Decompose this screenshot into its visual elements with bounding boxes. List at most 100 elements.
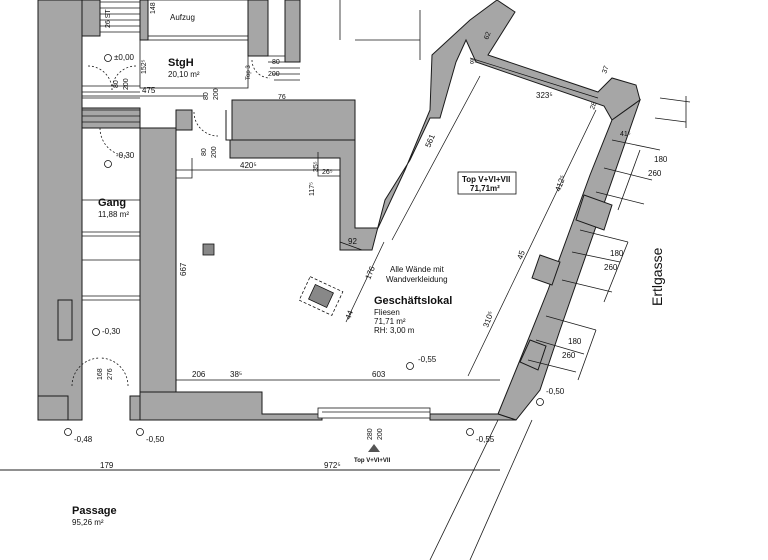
dim-28: 28 bbox=[589, 101, 598, 111]
column-box-inner bbox=[308, 283, 334, 309]
wall-passage-left bbox=[37, 395, 69, 421]
top-box-line1: Top V+VI+VII bbox=[462, 175, 510, 184]
walls-note-line2: Wandverkleidung bbox=[386, 275, 448, 284]
dim-385: 38⁵ bbox=[230, 370, 242, 379]
entrance-level: -0,55 bbox=[476, 435, 495, 444]
dim-561: 561 bbox=[424, 132, 438, 148]
east-upper-level: -0,50 bbox=[546, 387, 565, 396]
walls-note-line1: Alle Wände mit bbox=[390, 265, 445, 274]
dim-200e: 200 bbox=[377, 428, 384, 440]
door-passage-left[interactable] bbox=[71, 357, 101, 387]
doors bbox=[71, 59, 271, 387]
door-gang[interactable] bbox=[99, 127, 129, 157]
dim-168: 168 bbox=[97, 368, 104, 380]
shop-floor: Fliesen bbox=[374, 308, 400, 317]
dim-180b: 180 bbox=[610, 249, 624, 258]
top3-label: Top 3 bbox=[246, 65, 252, 80]
dim-667: 667 bbox=[179, 262, 188, 276]
dim-355: 35⁵ bbox=[313, 161, 320, 172]
passage-area: 95,26 m² bbox=[72, 518, 104, 527]
wall-upper-mid bbox=[247, 0, 269, 57]
door-passage-right[interactable] bbox=[99, 357, 129, 387]
top-box bbox=[457, 171, 517, 195]
passage-name: Passage bbox=[72, 505, 117, 517]
aufzug-label: Aufzug bbox=[170, 13, 195, 22]
dim-148: 148 bbox=[150, 2, 157, 14]
level-marker-left-icon bbox=[64, 428, 72, 436]
dim-475: 475 bbox=[142, 86, 156, 95]
level-marker-gang-icon bbox=[104, 160, 112, 168]
shop-fixtures bbox=[202, 243, 344, 316]
wall-gang-niche bbox=[57, 299, 73, 341]
door-top3[interactable] bbox=[251, 59, 271, 79]
dim-176: 176 bbox=[364, 264, 378, 280]
door-stgh-right[interactable] bbox=[111, 65, 137, 91]
dim-260b: 260 bbox=[604, 263, 618, 272]
gang-area: 11,88 m² bbox=[98, 210, 129, 219]
structure-lines bbox=[0, 0, 691, 560]
dim-179: 179 bbox=[100, 461, 114, 470]
wall-passage-right bbox=[129, 395, 141, 421]
stair-mark: 26 ST bbox=[105, 9, 112, 28]
dim-200a: 200 bbox=[123, 78, 130, 90]
wall-west-gang bbox=[37, 0, 83, 421]
entrance-top-label: Top V+VI+VII bbox=[354, 458, 391, 464]
dim-260a: 260 bbox=[648, 169, 662, 178]
wall-upper-right bbox=[284, 0, 301, 63]
dim-603: 603 bbox=[372, 370, 386, 379]
level-marker-shop-icon bbox=[406, 362, 414, 370]
gang-level: -0,30 bbox=[116, 151, 135, 160]
door-shop-west[interactable] bbox=[193, 111, 219, 137]
wall-gang-shop bbox=[139, 127, 177, 421]
dim-76: 76 bbox=[278, 94, 286, 101]
wall-stgh-bottom-right bbox=[231, 99, 356, 141]
dim-415: 41⁵ bbox=[620, 131, 631, 138]
dim-37: 37 bbox=[601, 65, 610, 75]
shop-rh: RH: 3,00 m bbox=[374, 326, 415, 335]
dim-92: 92 bbox=[348, 237, 357, 246]
dim-4205: 420⁵ bbox=[240, 161, 257, 170]
dim-152: 152⁵ bbox=[141, 59, 148, 74]
entrance-arrow-icon bbox=[368, 444, 380, 452]
dim-9725: 972⁵ bbox=[324, 461, 341, 470]
bottom-mid-level: -0,50 bbox=[146, 435, 165, 444]
dim-4125: 412⁵ bbox=[553, 174, 567, 193]
dim-206: 206 bbox=[192, 370, 206, 379]
dim-280: 280 bbox=[367, 428, 374, 440]
dim-200c: 200 bbox=[268, 71, 280, 78]
dim-180a: 180 bbox=[654, 155, 668, 164]
level-markers bbox=[64, 54, 544, 436]
dim-8: 8⁵ bbox=[470, 59, 477, 66]
wall-stgh-bottom bbox=[81, 107, 141, 129]
dim-80b: 80 bbox=[203, 92, 210, 100]
level-marker-east-icon bbox=[536, 398, 544, 406]
dim-180c: 180 bbox=[568, 337, 582, 346]
wall-east-pier1 bbox=[575, 194, 613, 231]
dim-80d: 80 bbox=[201, 148, 208, 156]
gang-name: Gang bbox=[98, 197, 126, 209]
door-stgh-left[interactable] bbox=[87, 65, 113, 91]
dim-80a: 80 bbox=[113, 80, 120, 88]
stgh-level: ±0,00 bbox=[114, 53, 135, 62]
level-marker-mid-icon bbox=[136, 428, 144, 436]
wall-upper-left bbox=[81, 0, 101, 37]
dim-200d: 200 bbox=[211, 146, 218, 158]
level-marker-passage-icon bbox=[92, 328, 100, 336]
walls bbox=[37, 0, 641, 421]
column-box-outer bbox=[298, 276, 344, 316]
dim-80c: 80 bbox=[272, 59, 280, 66]
stgh-area: 20,10 m² bbox=[168, 70, 200, 79]
dim-276: 276 bbox=[107, 368, 114, 380]
wall-south-shop bbox=[139, 391, 323, 421]
passage-door-level: -0,30 bbox=[102, 327, 121, 336]
dim-45: 45 bbox=[515, 249, 527, 261]
shop-name: Geschäftslokal bbox=[374, 295, 452, 307]
dim-3235: 323⁵ bbox=[536, 91, 553, 100]
dim-62: 62 bbox=[483, 31, 492, 41]
stgh-name: StgH bbox=[168, 57, 194, 69]
wall-east-pier2 bbox=[531, 254, 561, 286]
wall-upper-stgh bbox=[139, 0, 149, 41]
level-marker-entrance-icon bbox=[466, 428, 474, 436]
dim-265: 26⁵ bbox=[322, 169, 333, 176]
